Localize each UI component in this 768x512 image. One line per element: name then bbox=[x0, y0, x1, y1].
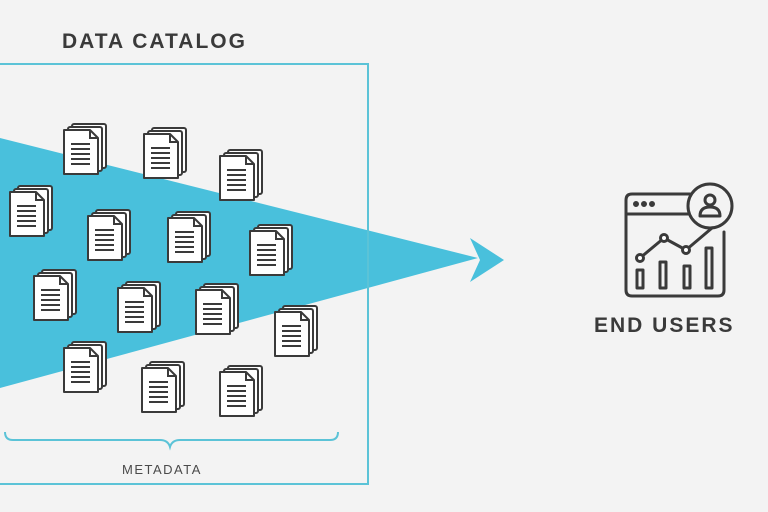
dashboard-user-icon bbox=[624, 182, 734, 298]
document-stack-icon bbox=[63, 123, 107, 175]
document-stack-icon bbox=[274, 305, 318, 357]
document-stack-icon bbox=[141, 361, 185, 413]
document-stack-icon bbox=[63, 341, 107, 393]
document-stack-icon bbox=[33, 269, 77, 321]
document-stack-icon bbox=[219, 149, 263, 201]
document-stack-icon bbox=[195, 283, 239, 335]
document-stack-icon bbox=[143, 127, 187, 179]
document-stack-icon bbox=[9, 185, 53, 237]
document-stack-icon bbox=[249, 224, 293, 276]
metadata-label: METADATA bbox=[122, 462, 202, 477]
document-stack-icon bbox=[219, 365, 263, 417]
document-stack-icon bbox=[167, 211, 211, 263]
metadata-brace bbox=[4, 431, 339, 451]
document-stack-icon bbox=[87, 209, 131, 261]
diagram-title: DATA CATALOG bbox=[62, 30, 247, 53]
catalog-frame bbox=[0, 63, 369, 485]
end-users-label: END USERS bbox=[594, 314, 735, 337]
document-stack-icon bbox=[117, 281, 161, 333]
